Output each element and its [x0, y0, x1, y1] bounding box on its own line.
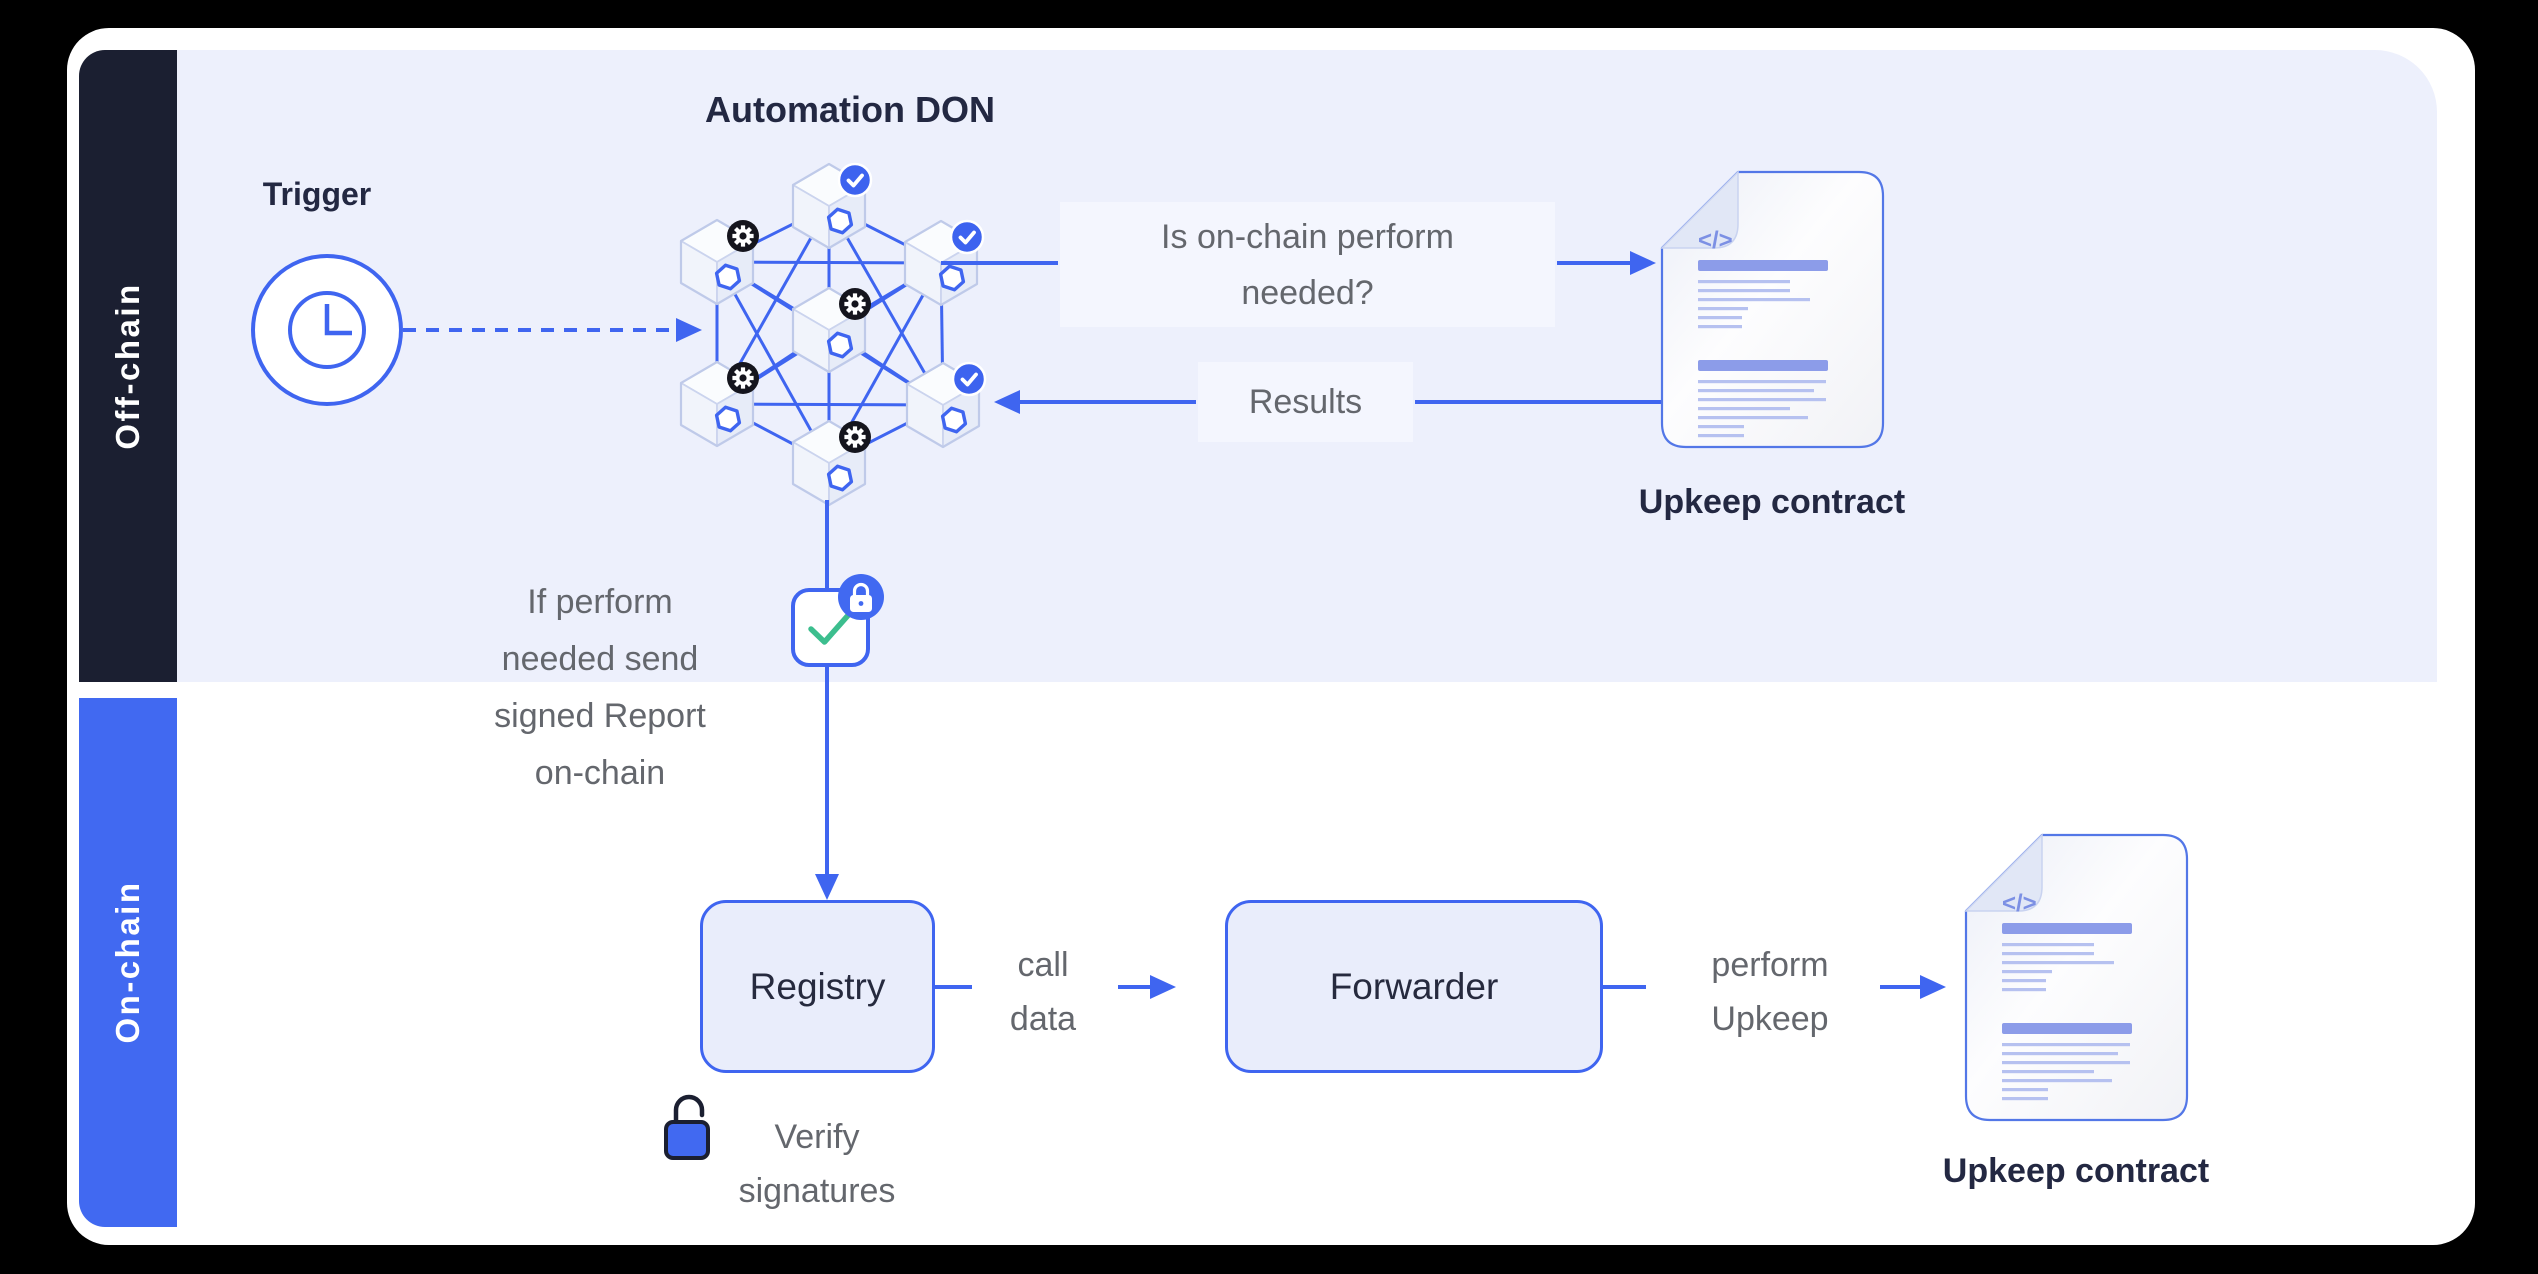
perform-upkeep-label: perform Upkeep — [1711, 946, 1829, 1038]
question-panel — [1060, 202, 1555, 327]
chainlink-logo-icon — [826, 464, 854, 492]
results-text: Results — [1248, 383, 1363, 421]
upkeep-contract-label-offchain: Upkeep contract — [1638, 483, 1906, 521]
don-node — [679, 360, 759, 448]
onchain-sidebar — [79, 698, 177, 1227]
question-text: Is on-chain perform needed? — [1161, 217, 1454, 312]
trigger-arrow — [403, 318, 702, 342]
call-data-label: call data — [1009, 946, 1077, 1038]
open-padlock-icon — [664, 1094, 710, 1160]
forwarder-box-label: Forwarder — [1329, 965, 1499, 1007]
chainlink-logo-icon — [826, 331, 854, 359]
don-node — [791, 162, 873, 250]
calldata-arrow — [935, 975, 1176, 999]
don-node — [791, 419, 871, 507]
report-arrow — [815, 500, 839, 900]
gear-badge-icon — [839, 421, 871, 453]
code-document-icon: </> — [1660, 170, 1885, 449]
registry-box-label: Registry — [749, 965, 886, 1007]
automation-don-title: Automation DON — [705, 89, 995, 130]
signed-report-note: If perform needed send signed Report on-… — [494, 583, 706, 792]
lock-check-icon — [791, 574, 884, 667]
registry-box: Registry — [700, 900, 935, 1073]
gear-badge-icon — [727, 220, 759, 252]
don-node — [905, 361, 987, 449]
forwarder-box: Forwarder — [1225, 900, 1603, 1073]
chainlink-logo-icon — [826, 207, 854, 235]
question-arrow — [941, 251, 1656, 275]
results-arrow — [994, 390, 1662, 414]
don-node — [679, 218, 759, 306]
verify-signatures-label: Verify signatures — [738, 1118, 896, 1210]
check-badge-icon — [951, 361, 987, 397]
code-icon: </> — [2002, 890, 2037, 917]
don-node — [791, 286, 871, 374]
clock-icon — [251, 254, 403, 406]
code-icon: </> — [1698, 227, 1733, 254]
check-badge-icon — [949, 219, 985, 255]
don-node — [903, 219, 985, 307]
chainlink-logo-icon — [938, 264, 966, 292]
code-document-icon: </> — [1964, 833, 2189, 1122]
upkeep-contract-label-onchain: Upkeep contract — [1942, 1152, 2210, 1190]
chainlink-logo-icon — [714, 405, 742, 433]
don-network — [679, 162, 987, 507]
chainlink-logo-icon — [714, 263, 742, 291]
check-badge-icon — [837, 162, 873, 198]
trigger-label: Trigger — [262, 176, 372, 212]
results-panel — [1198, 362, 1413, 442]
lock-badge-icon — [838, 574, 884, 620]
perform-arrow — [1603, 975, 1946, 999]
gear-badge-icon — [839, 288, 871, 320]
gear-badge-icon — [727, 362, 759, 394]
chainlink-logo-icon — [940, 406, 968, 434]
offchain-sidebar — [79, 50, 177, 682]
